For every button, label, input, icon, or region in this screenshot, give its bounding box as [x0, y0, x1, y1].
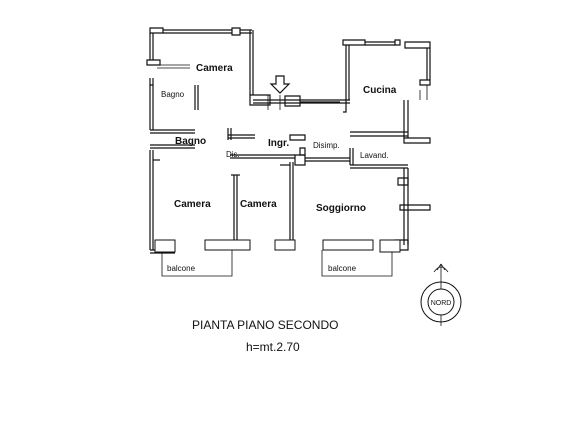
compass-label: NORD [431, 300, 452, 307]
room-label-bagno-small: Bagno [161, 90, 185, 99]
room-label-soggiorno: Soggiorno [316, 203, 366, 214]
room-label-balcone-right: balcone [328, 264, 357, 273]
room-label-camera-left: Camera [174, 199, 211, 210]
room-label-dis: Dis. [226, 150, 240, 159]
room-label-lavand: Lavand. [360, 151, 388, 160]
room-label-balcone-left: balcone [167, 264, 196, 273]
room-label-cucina: Cucina [363, 85, 397, 96]
room-label-ingresso: Ingr. [268, 138, 289, 149]
room-label-camera-top: Camera [196, 63, 233, 74]
room-label-camera-mid: Camera [240, 199, 277, 210]
plan-title: PIANTA PIANO SECONDO [192, 318, 339, 332]
room-label-bagno: Bagno [175, 136, 206, 147]
compass-icon: NORD [420, 263, 462, 326]
room-label-disimp: Disimp. [313, 141, 340, 150]
walls [146, 27, 431, 277]
ceiling-height: h=mt.2.70 [246, 340, 300, 354]
